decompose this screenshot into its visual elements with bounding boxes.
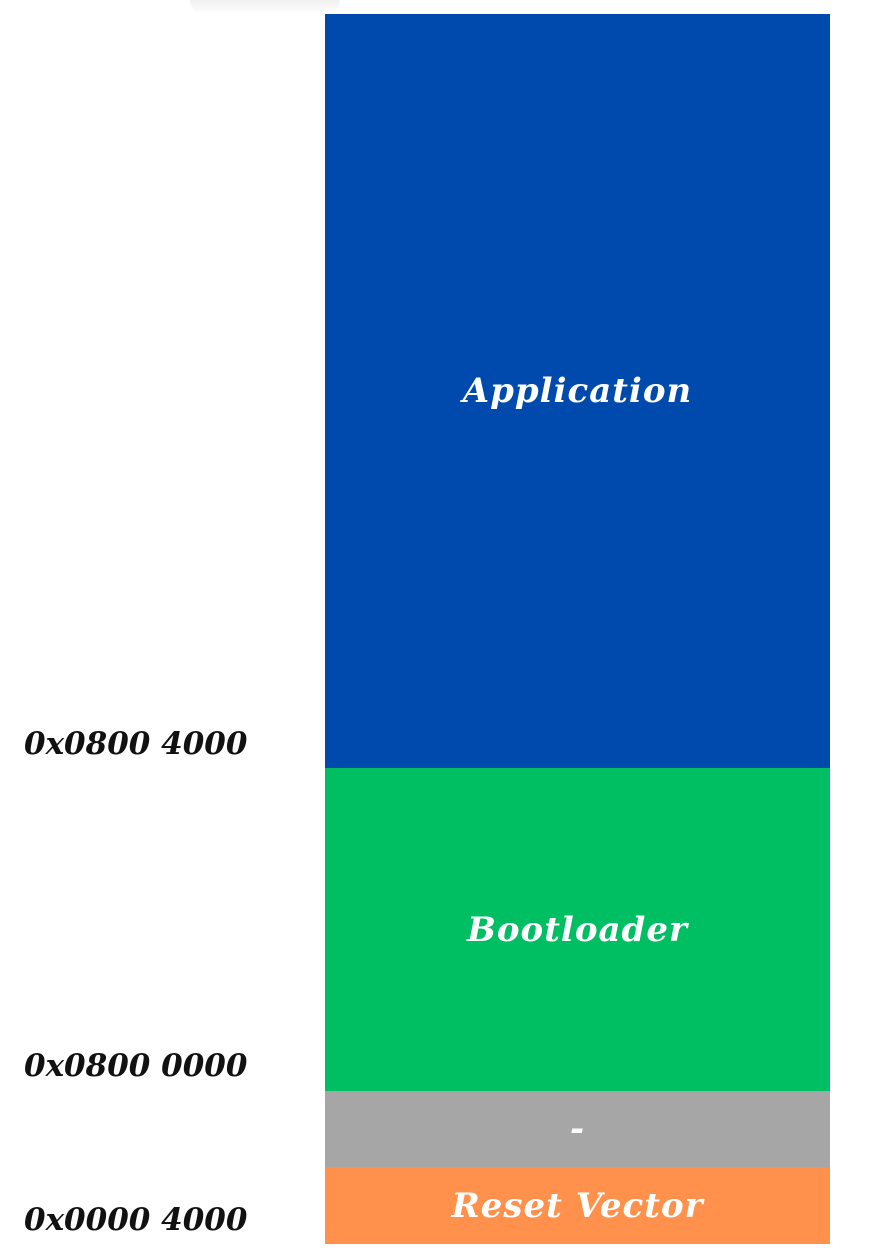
reserved-region: -	[325, 1091, 830, 1167]
reset-vector-label: Reset Vector	[451, 1185, 704, 1226]
application-region: Application	[325, 14, 830, 768]
reserved-label: -	[569, 1109, 586, 1149]
address-reset-vector-end: 0x0000 4000	[24, 1202, 248, 1238]
bootloader-region: Bootloader	[325, 768, 830, 1091]
reset-vector-region: Reset Vector	[325, 1167, 830, 1244]
application-label: Application	[462, 371, 693, 411]
top-shadow	[190, 0, 340, 14]
memory-map: Application Bootloader - Reset Vector	[325, 14, 830, 1244]
address-application-start: 0x0800 4000	[24, 726, 248, 762]
address-bootloader-start: 0x0800 0000	[24, 1048, 248, 1084]
bootloader-label: Bootloader	[467, 909, 688, 950]
